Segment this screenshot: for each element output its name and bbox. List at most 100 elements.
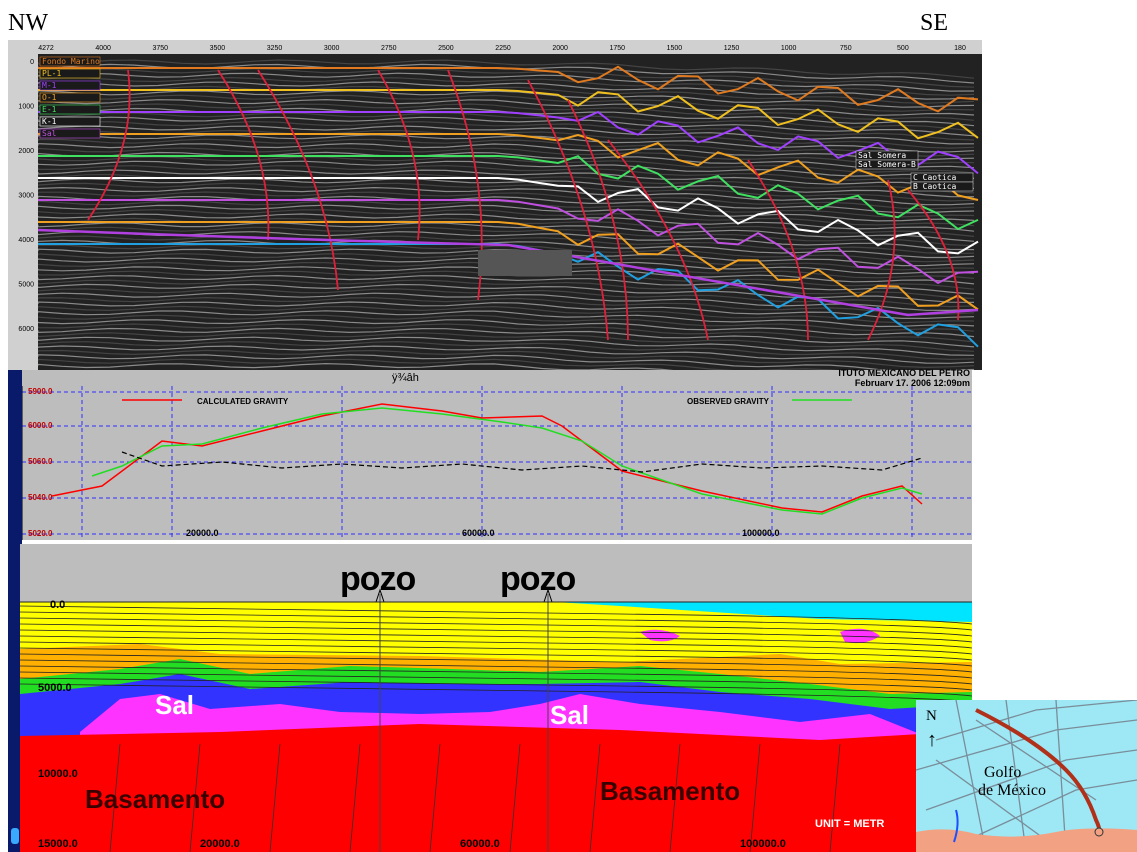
model-svg	[20, 544, 972, 852]
seismic-reflector	[37, 134, 975, 153]
shot-tick-label: 3750	[152, 45, 168, 52]
gravity-x-tick: 100000.0	[742, 528, 780, 538]
shot-tick-label: 750	[840, 45, 852, 52]
seismic-reflector	[37, 292, 975, 312]
seismic-reflector	[37, 103, 975, 121]
gravity-title: ÿ¾âh	[392, 372, 419, 384]
seismic-reflector	[37, 81, 975, 100]
salt-pocket-right	[840, 628, 880, 644]
seismic-reflector	[37, 72, 975, 92]
seismic-top-axis	[8, 40, 982, 54]
location-map: N ↑ Golfo de México	[916, 700, 1137, 852]
fault-line	[377, 69, 421, 241]
left-strip	[8, 370, 22, 852]
shot-tick-label: 1250	[724, 45, 740, 52]
seismic-reflector	[37, 112, 975, 132]
salt-label-1: Sal	[155, 690, 195, 720]
horizon-label: Fondo Marino	[42, 57, 100, 66]
shot-tick-label: 3500	[210, 45, 226, 52]
basement-faults	[109, 743, 841, 852]
layer-line	[20, 665, 972, 685]
layer-line	[20, 683, 972, 703]
seismic-reflector	[37, 354, 975, 370]
gravity-info-line2: February 17, 2006 12:09pm	[854, 378, 970, 388]
basement-fault	[589, 743, 601, 852]
depth-tick-10000: 10000.0	[38, 768, 78, 780]
seismic-reflector	[37, 142, 975, 161]
annotation-label: Sal Somera-B	[858, 160, 916, 169]
annotation-label: C Caotica	[913, 173, 957, 182]
seismic-reflector	[37, 248, 975, 267]
layer-line	[20, 605, 972, 625]
horizon-line	[38, 177, 979, 255]
seismic-reflector	[37, 204, 975, 222]
horizon-label: PL-1	[42, 69, 61, 78]
depth-tick-label: 5000	[18, 282, 34, 289]
layer-line	[20, 623, 972, 643]
depth-tick-label: 2000	[18, 148, 34, 155]
seismic-reflector	[37, 85, 975, 104]
annotation-box	[910, 181, 974, 192]
fault-line	[907, 189, 960, 321]
gravity-background	[22, 386, 972, 540]
seismic-reflector	[37, 305, 975, 324]
fault-line	[747, 159, 809, 341]
gravity-panel: ÿ¾âh ITUTO MEXICANO DEL PETRO February 1…	[22, 368, 972, 540]
layer-line	[20, 653, 972, 673]
layer-line	[20, 617, 972, 637]
gravity-left-tick: 5900.0	[28, 387, 53, 396]
horizon-label-box	[39, 92, 101, 103]
shot-tick-label: 4272	[38, 45, 54, 52]
layer-line	[20, 641, 972, 661]
seismic-reflector	[37, 340, 975, 361]
fault-line	[567, 99, 629, 341]
horizon-line	[38, 110, 979, 175]
horizon-label: O-1	[42, 93, 57, 102]
seismic-reflector	[37, 125, 975, 145]
seismic-left-axis	[8, 40, 38, 370]
seismic-reflector	[37, 345, 975, 364]
horizon-label-box	[39, 128, 101, 139]
map-coast	[916, 828, 1137, 852]
model-x-tick-2: 60000.0	[460, 838, 500, 850]
seismic-reflector	[37, 59, 975, 79]
seismic-reflector	[37, 358, 838, 370]
gulf-line1: Golfo	[984, 764, 1022, 781]
layer-line	[20, 677, 972, 697]
seismic-reflector	[37, 362, 674, 370]
basement-fault	[189, 743, 201, 852]
annotation-label: B Caotica	[913, 182, 957, 191]
horizon-line	[38, 221, 979, 311]
depth-tick-label: 6000	[18, 326, 34, 333]
depth-tick-5000: 5000.0	[38, 682, 72, 694]
map-point	[1094, 827, 1104, 837]
seismic-reflector	[37, 314, 975, 332]
seismic-reflector	[37, 178, 975, 198]
horizon-label-box	[39, 80, 101, 91]
calc-legend-label: CALCULATED GRAVITY	[197, 397, 289, 406]
basement-label-2: Basamento	[600, 776, 741, 806]
layer-line	[20, 629, 972, 649]
map-river	[953, 809, 959, 843]
basement-fault	[829, 743, 841, 852]
basement-fault	[669, 743, 681, 852]
horizon-label: M-1	[42, 81, 57, 90]
layer-line	[20, 635, 972, 655]
gulf-line2: de México	[978, 782, 1046, 799]
seismic-reflector	[37, 94, 975, 112]
gravity-left-tick: 5020.0	[28, 529, 53, 538]
horizon-line	[38, 199, 979, 285]
depth-tick-label: 0	[30, 59, 34, 66]
horizon-label: Sal	[42, 129, 57, 138]
map-grid	[916, 700, 1137, 852]
difference-curve	[121, 451, 923, 473]
shot-tick-label: 3000	[324, 45, 340, 52]
shot-tick-label: 2000	[552, 45, 568, 52]
basement-fault	[509, 743, 521, 852]
salt-base-horizon	[37, 228, 979, 317]
shot-tick-label: 500	[897, 45, 909, 52]
fault-line	[867, 179, 896, 341]
seismic-reflector	[37, 244, 975, 263]
well-2-derrick-icon	[543, 588, 553, 603]
